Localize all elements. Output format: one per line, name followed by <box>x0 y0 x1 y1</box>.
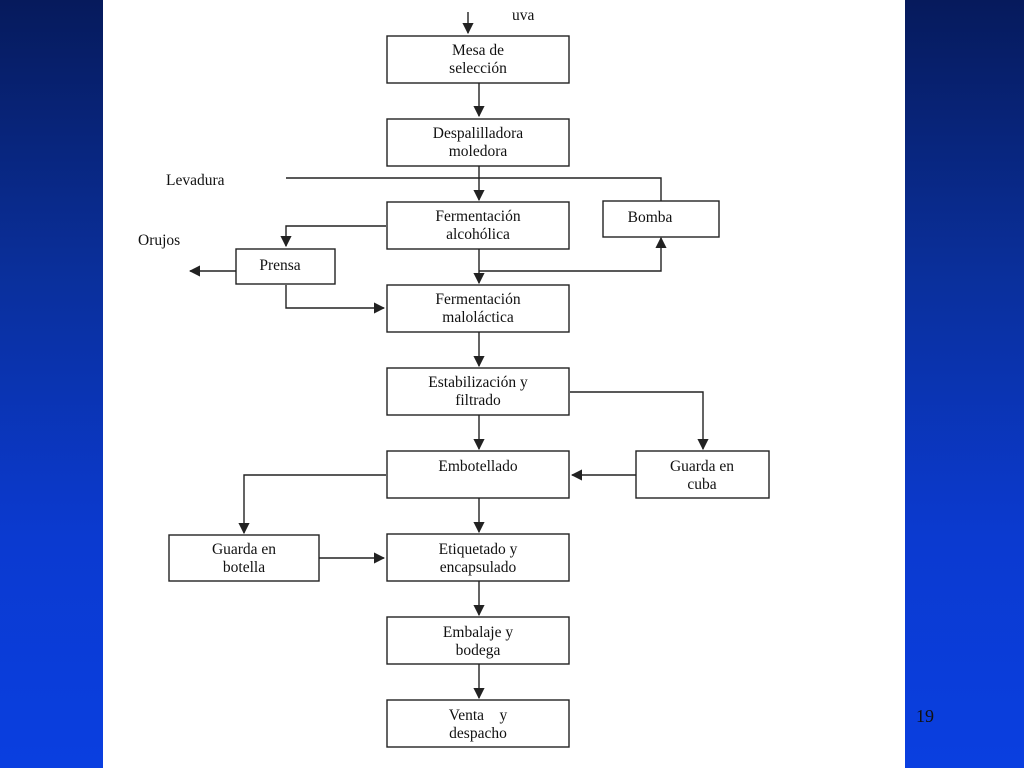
levadura-label: Levadura <box>166 172 225 189</box>
node-bomba-line-1: Bomba <box>628 209 673 226</box>
edge-fermentacion-to-prensa <box>280 225 386 248</box>
node-guarda-cuba-line-2: cuba <box>687 476 716 493</box>
node-estabilizacion-line-2: filtrado <box>455 392 501 409</box>
node-estabilizacion-line-1: Estabilización y <box>428 374 528 391</box>
node-bomba: Bomba <box>602 200 720 238</box>
edge-estabilizacion-to-guarda-cuba <box>570 391 709 451</box>
node-fermentacion-alcoholica-line-1: Fermentación <box>435 208 520 225</box>
node-fermentacion-malolactica-line-1: Fermentación <box>435 291 520 308</box>
edge-prensa-to-malolactica <box>285 285 386 314</box>
node-despalilladora-line-2: moledora <box>449 143 508 160</box>
edges <box>188 12 709 700</box>
node-mesa-line-1: Mesa de <box>452 42 504 59</box>
svg-text:Bomba: Bomba <box>628 209 673 226</box>
node-embalaje-line-2: bodega <box>456 642 501 659</box>
node-embotellado: Embotellado <box>386 450 570 499</box>
node-fermentacion-malolactica-line-2: maloláctica <box>442 309 514 326</box>
page-number: 19 <box>916 706 934 726</box>
node-despalilladora-line-1: Despalilladora <box>433 125 524 142</box>
node-venta-line-2: despacho <box>449 725 507 742</box>
uva-label: uva <box>512 7 535 24</box>
edge-recirculation-to-bomba <box>479 236 667 272</box>
node-fermentacion-alcoholica-line-2: alcohólica <box>446 226 510 243</box>
node-embotellado-line-1: Embotellado <box>438 458 517 475</box>
node-guarda-cuba-line-1: Guarda en <box>670 458 734 475</box>
svg-text:Embotellado: Embotellado <box>438 458 517 475</box>
node-guarda-botella-line-2: botella <box>223 559 265 576</box>
node-etiquetado-line-1: Etiquetado y <box>439 541 518 558</box>
edge-embotellado-to-guarda-botella <box>238 474 386 535</box>
node-prensa-line-1: Prensa <box>259 257 300 274</box>
node-embalaje-line-1: Embalaje y <box>443 624 513 641</box>
node-etiquetado-line-2: encapsulado <box>440 559 517 576</box>
node-guarda-botella-line-1: Guarda en <box>212 541 276 558</box>
node-venta-line-1: Venta y <box>449 707 508 724</box>
node-mesa-line-2: selección <box>449 60 507 77</box>
svg-text:Prensa: Prensa <box>259 257 300 274</box>
edge-levadura-line <box>286 177 662 201</box>
node-prensa: Prensa <box>235 248 336 285</box>
orujos-label: Orujos <box>138 232 180 249</box>
